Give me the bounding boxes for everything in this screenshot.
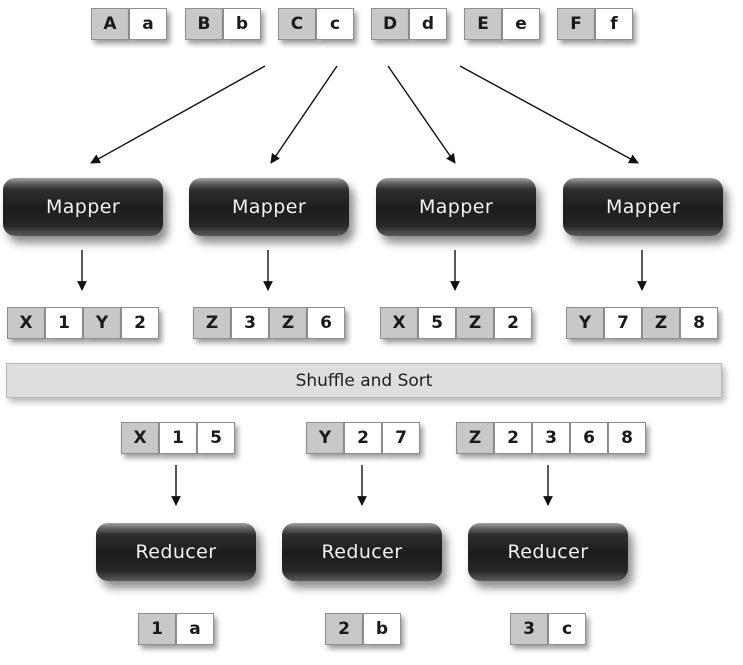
output-key-cell: 2 — [325, 613, 363, 645]
mapper-node: Mapper — [3, 178, 163, 236]
arrow-input-to-mapper-4 — [459, 65, 639, 164]
input-value-cell: a — [129, 8, 167, 40]
mapper-output-key-cell: Y — [83, 307, 121, 339]
output-key-cell: 3 — [510, 613, 548, 645]
reducer-input-value-cell: 5 — [197, 422, 235, 454]
output-value-cell: a — [176, 613, 214, 645]
input-key-cell: A — [91, 8, 129, 40]
arrow-input-to-mapper-1 — [90, 65, 266, 164]
mapper-output-key-cell: Z — [269, 307, 307, 339]
input-value-cell: e — [502, 8, 540, 40]
mapper-output-value-cell: 1 — [45, 307, 83, 339]
reducer-node: Reducer — [468, 523, 628, 581]
output-value-cell: b — [363, 613, 401, 645]
input-key-cell: E — [464, 8, 502, 40]
mapper-output-value-cell: 8 — [680, 307, 718, 339]
mapper-output-key-cell: X — [7, 307, 45, 339]
input-value-cell: d — [409, 8, 447, 40]
reducer-node: Reducer — [282, 523, 442, 581]
mapper-output-key-cell: Z — [193, 307, 231, 339]
mapper-output-value-cell: 3 — [231, 307, 269, 339]
mapper-output-value-cell: 6 — [307, 307, 345, 339]
mapper-output-key-cell: Z — [456, 307, 494, 339]
reducer-input-value-cell: 3 — [532, 422, 570, 454]
mapper-output-key-cell: Y — [566, 307, 604, 339]
input-key-cell: B — [185, 8, 223, 40]
input-key-cell: C — [278, 8, 316, 40]
reducer-input-value-cell: 2 — [344, 422, 382, 454]
mapper-node: Mapper — [563, 178, 723, 236]
reducer-input-value-cell: 1 — [159, 422, 197, 454]
mapper-output-value-cell: 2 — [121, 307, 159, 339]
output-value-cell: c — [548, 613, 586, 645]
input-value-cell: c — [316, 8, 354, 40]
reducer-input-value-cell: 6 — [570, 422, 608, 454]
input-key-cell: D — [371, 8, 409, 40]
input-value-cell: b — [223, 8, 261, 40]
input-key-cell: F — [557, 8, 595, 40]
reducer-input-key-cell: Y — [306, 422, 344, 454]
mapper-output-value-cell: 2 — [494, 307, 532, 339]
mapper-node: Mapper — [189, 178, 349, 236]
reducer-input-key-cell: Z — [456, 422, 494, 454]
shuffle-and-sort-bar: Shuffle and Sort — [6, 363, 722, 398]
mapper-output-value-cell: 5 — [418, 307, 456, 339]
mapper-output-key-cell: Z — [642, 307, 680, 339]
reducer-input-key-cell: X — [121, 422, 159, 454]
mapper-output-key-cell: X — [380, 307, 418, 339]
reducer-input-value-cell: 7 — [382, 422, 420, 454]
mapper-node: Mapper — [376, 178, 536, 236]
output-key-cell: 1 — [138, 613, 176, 645]
reducer-node: Reducer — [96, 523, 256, 581]
mapper-output-value-cell: 7 — [604, 307, 642, 339]
arrow-input-to-mapper-3 — [387, 65, 456, 164]
input-value-cell: f — [595, 8, 633, 40]
reducer-input-value-cell: 2 — [494, 422, 532, 454]
reducer-input-value-cell: 8 — [608, 422, 646, 454]
arrow-input-to-mapper-2 — [270, 65, 338, 164]
